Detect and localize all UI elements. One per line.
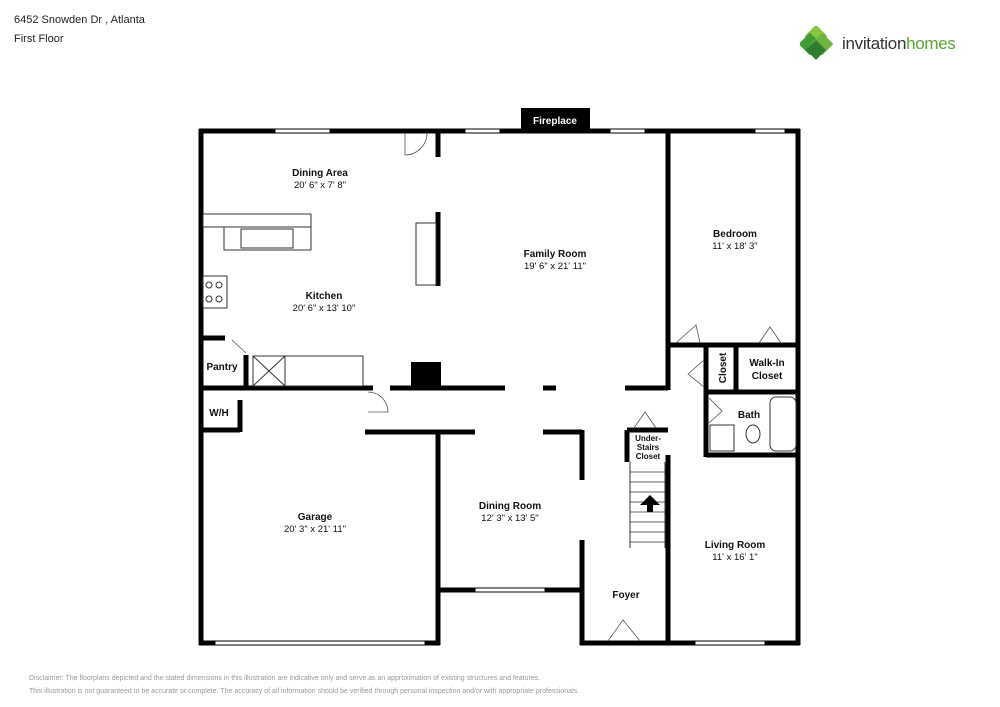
svg-text:20' 3" x 21' 11": 20' 3" x 21' 11" xyxy=(284,524,346,535)
kitchen-fixtures xyxy=(202,213,797,548)
logo: invitationhomes xyxy=(800,26,956,62)
svg-text:20' 6" x 13' 10": 20' 6" x 13' 10" xyxy=(293,303,356,314)
svg-text:Bath: Bath xyxy=(738,410,760,421)
svg-text:Garage: Garage xyxy=(298,512,333,523)
disclaimer-line-1: Disclaimer: The floorplans depicted and … xyxy=(29,675,541,682)
doors xyxy=(231,132,782,642)
svg-text:Fireplace: Fireplace xyxy=(533,116,577,127)
svg-text:Kitchen: Kitchen xyxy=(306,291,343,302)
svg-text:Closet: Closet xyxy=(752,371,783,382)
svg-text:Family Room: Family Room xyxy=(524,249,587,260)
stairs-arrow-icon xyxy=(640,495,660,512)
walls xyxy=(198,128,801,646)
svg-text:Bedroom: Bedroom xyxy=(713,229,757,240)
logo-mark-icon xyxy=(800,26,834,60)
svg-text:Stairs: Stairs xyxy=(637,443,660,452)
svg-text:Closet: Closet xyxy=(718,352,729,383)
svg-text:Walk-In: Walk-In xyxy=(749,358,784,369)
logo-text: invitationhomes xyxy=(842,34,956,53)
svg-text:Living Room: Living Room xyxy=(705,540,766,551)
disclaimer-line-2: This illustration is not guaranteed to b… xyxy=(29,688,580,695)
column xyxy=(411,362,441,388)
svg-text:20' 6" x 7' 8": 20' 6" x 7' 8" xyxy=(294,180,346,191)
svg-text:Pantry: Pantry xyxy=(206,362,238,373)
windows xyxy=(214,128,786,646)
svg-text:Dining Area: Dining Area xyxy=(292,168,348,179)
svg-text:12' 3" x 13' 5": 12' 3" x 13' 5" xyxy=(481,513,538,524)
fireplace xyxy=(521,108,590,131)
svg-text:W/H: W/H xyxy=(209,408,228,419)
svg-text:19' 6" x 21' 11": 19' 6" x 21' 11" xyxy=(524,261,586,272)
floor-label: First Floor xyxy=(14,33,64,45)
svg-text:Foyer: Foyer xyxy=(612,590,639,601)
address: 6452 Snowden Dr , Atlanta xyxy=(14,14,145,26)
svg-text:Closet: Closet xyxy=(636,452,661,461)
svg-text:Dining Room: Dining Room xyxy=(479,501,541,512)
svg-text:Under-: Under- xyxy=(635,434,661,443)
svg-text:11' x 18' 3": 11' x 18' 3" xyxy=(712,241,757,252)
svg-text:11' x 16' 1": 11' x 16' 1" xyxy=(712,552,757,563)
